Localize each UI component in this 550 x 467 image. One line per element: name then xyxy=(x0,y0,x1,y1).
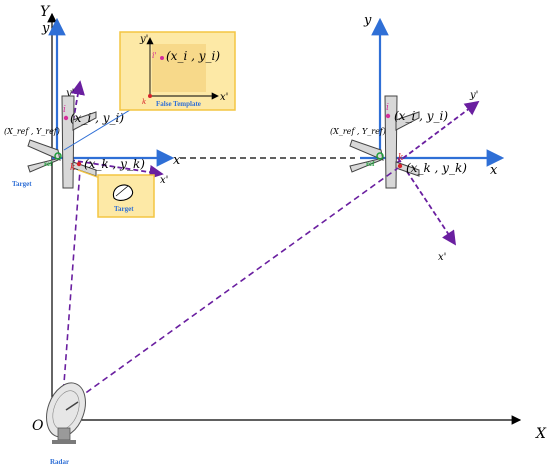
left-ref-coord: (X_ref , Y_ref) xyxy=(4,127,60,136)
false-template-y-label: y' xyxy=(139,34,148,45)
right-point-k-label: k xyxy=(398,153,403,163)
left-rotated-x-label: x' xyxy=(160,175,168,186)
left-point-k-label: k xyxy=(70,163,75,173)
radar-los-left xyxy=(61,169,81,411)
false-template-point-i-label: i' xyxy=(152,51,157,60)
left-point-k xyxy=(76,161,82,167)
right-y-label: y xyxy=(363,13,372,28)
right-ref-point xyxy=(376,152,384,160)
left-point-k-coords: (x_k , y_k) xyxy=(84,157,145,171)
false-template-x-label: x' xyxy=(220,92,228,103)
left-aircraft xyxy=(27,95,97,189)
origin-label: O xyxy=(32,418,44,434)
right-rotated-y-label: y' xyxy=(469,90,478,101)
left-x-label: x xyxy=(173,153,181,168)
right-ref-coord: (X_ref , Y_ref) xyxy=(330,127,386,136)
right-point-i-coords: (x_i , y_i) xyxy=(394,109,448,123)
left-point-i-label: i xyxy=(63,105,66,115)
right-point-k-coords: (x_k , y_k) xyxy=(406,161,467,175)
left-rotated-y-label: y' xyxy=(65,88,74,99)
left-y-label: y xyxy=(41,21,50,36)
global-y-label: Y xyxy=(40,4,51,20)
false-template-inset xyxy=(119,31,236,111)
global-x-label: X xyxy=(535,426,547,442)
right-point-k xyxy=(397,163,403,169)
false-template-point-i-coords: (x_i , y_i) xyxy=(166,49,220,63)
right-rotated-x-label: x' xyxy=(438,252,446,263)
radar-dish xyxy=(46,382,86,444)
radar-los-right xyxy=(61,167,399,411)
right-point-i xyxy=(385,113,391,119)
left-point-i xyxy=(63,115,69,121)
false-template-title: False Template xyxy=(156,100,201,108)
right-x-label: x xyxy=(490,163,498,178)
right-rotated-y-axis xyxy=(389,100,480,169)
target-inset xyxy=(97,174,155,218)
left-ref-label: ref xyxy=(44,160,53,168)
radar-label: Radar xyxy=(50,458,69,466)
left-target-label: Target xyxy=(12,180,32,188)
right-point-i-label: i xyxy=(386,103,389,113)
left-ref-point xyxy=(54,152,62,160)
right-ref-label: ref xyxy=(366,160,375,168)
right-aircraft xyxy=(349,95,420,189)
false-template-point-k-label: k xyxy=(142,98,146,106)
false-template-callout xyxy=(63,109,131,151)
target-inset-callout xyxy=(77,169,101,179)
target-inset-title: Target xyxy=(114,205,134,213)
